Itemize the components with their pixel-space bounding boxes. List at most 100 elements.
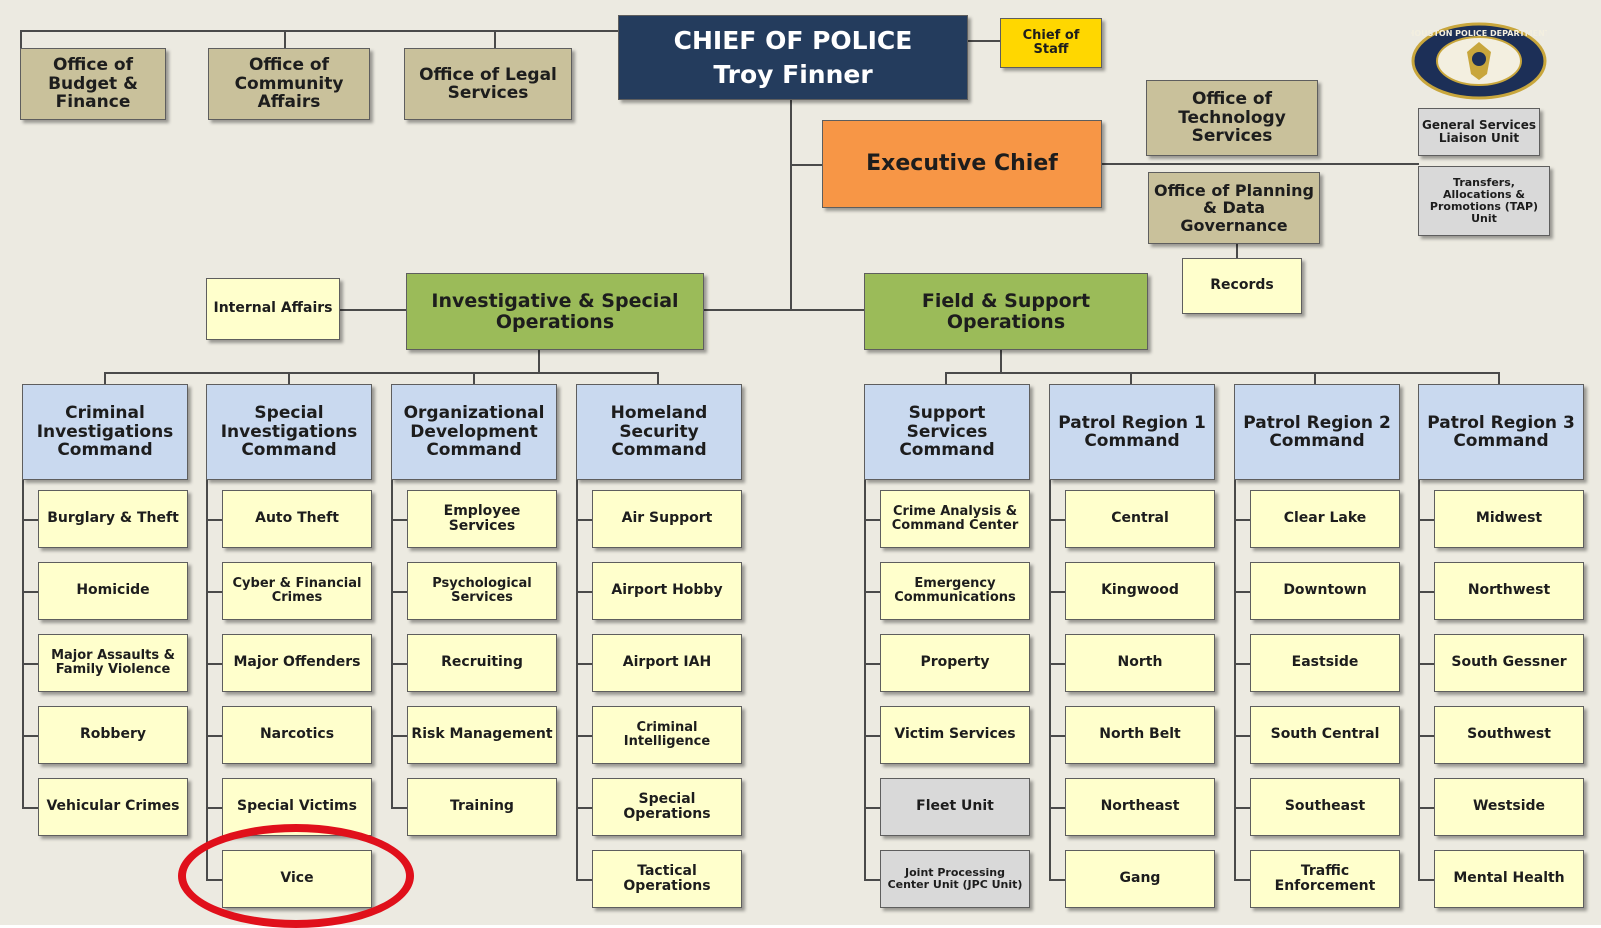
unit-eastside[interactable]: Eastside xyxy=(1250,634,1400,692)
records-box[interactable]: Records xyxy=(1182,258,1302,314)
unit-vehicular-crimes[interactable]: Vehicular Crimes xyxy=(38,778,188,836)
unit-property[interactable]: Property xyxy=(880,634,1030,692)
connector-line xyxy=(576,519,592,521)
unit-training[interactable]: Training xyxy=(407,778,557,836)
connector-line xyxy=(576,807,592,809)
unit-tactical-operations[interactable]: Tactical Operations xyxy=(592,850,742,908)
unit-north-belt[interactable]: North Belt xyxy=(1065,706,1215,764)
unit-major-assaults-and-family-violence[interactable]: Major Assaults & Family Violence xyxy=(38,634,188,692)
connector-line xyxy=(864,591,880,593)
command-criminal-investigations-command[interactable]: Criminal Investigations Command xyxy=(22,384,188,480)
unit-crime-analysis-and-command-center[interactable]: Crime Analysis & Command Center xyxy=(880,490,1030,548)
unit-robbery[interactable]: Robbery xyxy=(38,706,188,764)
connector-line xyxy=(1234,663,1250,665)
connector-line xyxy=(1234,480,1236,879)
command-special-investigations-command[interactable]: Special Investigations Command xyxy=(206,384,372,480)
connector-line xyxy=(391,591,407,593)
command-patrol-region-1-command[interactable]: Patrol Region 1 Command xyxy=(1049,384,1215,480)
command-organizational-development-command[interactable]: Organizational Development Command xyxy=(391,384,557,480)
office-technology-services[interactable]: Office of Technology Services xyxy=(1146,80,1318,156)
unit-victim-services[interactable]: Victim Services xyxy=(880,706,1030,764)
general-services-liaison-unit[interactable]: General Services Liaison Unit xyxy=(1418,108,1540,156)
chief-of-staff-box[interactable]: Chief of Staff xyxy=(1000,18,1102,68)
unit-midwest[interactable]: Midwest xyxy=(1434,490,1584,548)
unit-north[interactable]: North xyxy=(1065,634,1215,692)
connector-line xyxy=(945,372,1500,374)
field-support-operations[interactable]: Field & Support Operations xyxy=(864,273,1148,350)
unit-gang[interactable]: Gang xyxy=(1065,850,1215,908)
connector-line xyxy=(576,591,592,593)
unit-criminal-intelligence[interactable]: Criminal Intelligence xyxy=(592,706,742,764)
office-planning-data-governance[interactable]: Office of Planning & Data Governance xyxy=(1148,172,1320,244)
connector-line xyxy=(206,519,222,521)
unit-central[interactable]: Central xyxy=(1065,490,1215,548)
tap-unit-box[interactable]: Transfers, Allocations & Promotions (TAP… xyxy=(1418,166,1550,236)
chief-of-police-box[interactable]: CHIEF OF POLICE Troy Finner xyxy=(618,15,968,100)
unit-cyber-and-financial-crimes[interactable]: Cyber & Financial Crimes xyxy=(222,562,372,620)
connector-line xyxy=(391,519,407,521)
connector-line xyxy=(1418,879,1434,881)
connector-line xyxy=(391,663,407,665)
unit-traffic-enforcement[interactable]: Traffic Enforcement xyxy=(1250,850,1400,908)
connector-line xyxy=(1130,372,1132,384)
connector-line xyxy=(391,807,407,809)
internal-affairs-box[interactable]: Internal Affairs xyxy=(206,278,340,340)
unit-narcotics[interactable]: Narcotics xyxy=(222,706,372,764)
unit-special-operations[interactable]: Special Operations xyxy=(592,778,742,836)
chief-name: Troy Finner xyxy=(713,59,873,89)
unit-risk-management[interactable]: Risk Management xyxy=(407,706,557,764)
unit-airport-hobby[interactable]: Airport Hobby xyxy=(592,562,742,620)
unit-homicide[interactable]: Homicide xyxy=(38,562,188,620)
unit-kingwood[interactable]: Kingwood xyxy=(1065,562,1215,620)
office-legal-services[interactable]: Office of Legal Services xyxy=(404,48,572,120)
unit-northwest[interactable]: Northwest xyxy=(1434,562,1584,620)
unit-fleet-unit[interactable]: Fleet Unit xyxy=(880,778,1030,836)
office-budget-finance[interactable]: Office of Budget & Finance xyxy=(20,48,166,120)
office-community-affairs[interactable]: Office of Community Affairs xyxy=(208,48,370,120)
connector-line xyxy=(1234,879,1250,881)
unit-south-central[interactable]: South Central xyxy=(1250,706,1400,764)
unit-recruiting[interactable]: Recruiting xyxy=(407,634,557,692)
unit-air-support[interactable]: Air Support xyxy=(592,490,742,548)
unit-auto-theft[interactable]: Auto Theft xyxy=(222,490,372,548)
unit-employee-services[interactable]: Employee Services xyxy=(407,490,557,548)
connector-line xyxy=(657,372,659,384)
unit-burglary-and-theft[interactable]: Burglary & Theft xyxy=(38,490,188,548)
unit-major-offenders[interactable]: Major Offenders xyxy=(222,634,372,692)
connector-line xyxy=(1049,807,1065,809)
unit-emergency-communications[interactable]: Emergency Communications xyxy=(880,562,1030,620)
connector-line xyxy=(20,30,22,48)
unit-mental-health[interactable]: Mental Health xyxy=(1434,850,1584,908)
unit-joint-processing-center-unit-jpc-unit[interactable]: Joint Processing Center Unit (JPC Unit) xyxy=(880,850,1030,908)
unit-airport-iah[interactable]: Airport IAH xyxy=(592,634,742,692)
unit-westside[interactable]: Westside xyxy=(1434,778,1584,836)
connector-line xyxy=(1418,807,1434,809)
executive-chief-box[interactable]: Executive Chief xyxy=(822,120,1102,208)
command-patrol-region-2-command[interactable]: Patrol Region 2 Command xyxy=(1234,384,1400,480)
connector-line xyxy=(22,480,24,807)
command-patrol-region-3-command[interactable]: Patrol Region 3 Command xyxy=(1418,384,1584,480)
connector-line xyxy=(1234,735,1250,737)
unit-psychological-services[interactable]: Psychological Services xyxy=(407,562,557,620)
connector-line xyxy=(391,735,407,737)
unit-downtown[interactable]: Downtown xyxy=(1250,562,1400,620)
connector-line xyxy=(22,663,38,665)
connector-line xyxy=(1049,663,1065,665)
connector-line xyxy=(340,309,406,311)
connector-line xyxy=(1049,879,1065,881)
unit-southwest[interactable]: Southwest xyxy=(1434,706,1584,764)
unit-clear-lake[interactable]: Clear Lake xyxy=(1250,490,1400,548)
unit-southeast[interactable]: Southeast xyxy=(1250,778,1400,836)
command-homeland-security-command[interactable]: Homeland Security Command xyxy=(576,384,742,480)
command-support-services-command[interactable]: Support Services Command xyxy=(864,384,1030,480)
connector-line xyxy=(1234,807,1250,809)
investigative-special-operations[interactable]: Investigative & Special Operations xyxy=(406,273,704,350)
connector-line xyxy=(968,40,1000,42)
connector-line xyxy=(284,30,286,48)
unit-northeast[interactable]: Northeast xyxy=(1065,778,1215,836)
connector-line xyxy=(1236,234,1238,258)
connector-line xyxy=(473,372,475,384)
connector-line xyxy=(104,372,659,374)
unit-south-gessner[interactable]: South Gessner xyxy=(1434,634,1584,692)
connector-line xyxy=(206,591,222,593)
